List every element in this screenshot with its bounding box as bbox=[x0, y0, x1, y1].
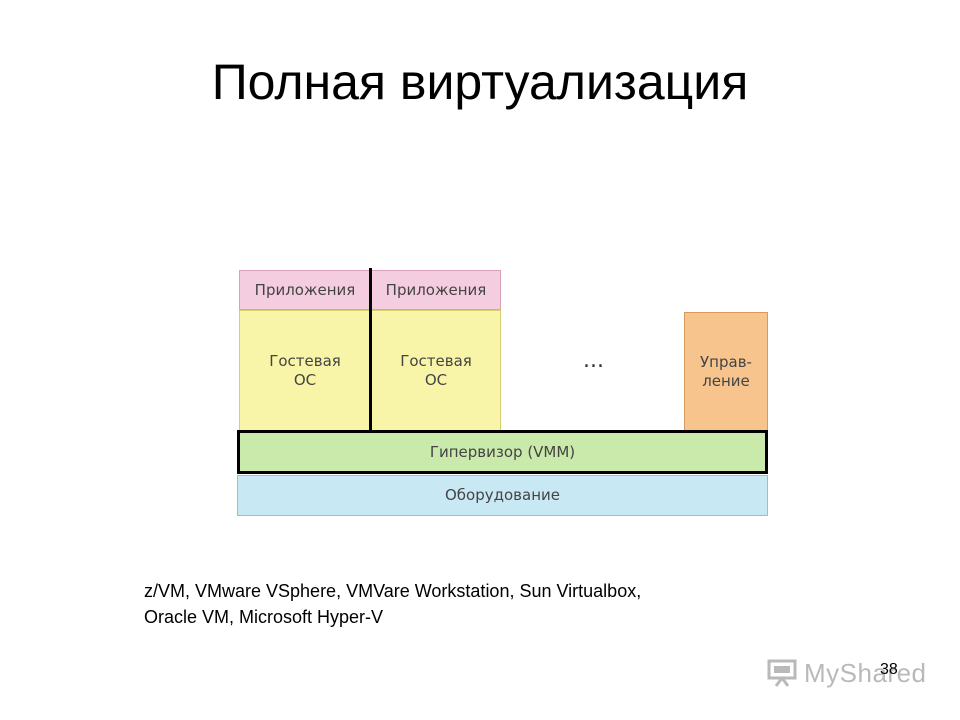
watermark-text: MyShared bbox=[804, 657, 927, 688]
app-box-2: Приложения bbox=[371, 270, 501, 310]
slide-title: Полная виртуализация bbox=[211, 54, 749, 110]
presentation-screen-icon bbox=[767, 659, 797, 687]
virtualization-diagram: Приложения Приложения Гостевая ОС Гостев… bbox=[237, 268, 768, 516]
guest-os-box-1: Гостевая ОС bbox=[239, 310, 371, 432]
app-box-1: Приложения bbox=[239, 270, 371, 310]
more-vms-ellipsis: ... bbox=[583, 348, 604, 373]
caption-line-1: z/VM, VMware VSphere, VMVare Workstation… bbox=[144, 581, 642, 601]
vm-separator bbox=[369, 268, 372, 432]
hardware-box: Оборудование bbox=[237, 475, 768, 516]
slide-number: 38 bbox=[880, 661, 898, 678]
hypervisor-box: Гипервизор (VMM) bbox=[237, 430, 768, 474]
caption-line-2: Oracle VM, Microsoft Hyper-V bbox=[144, 607, 384, 627]
examples-caption: z/VM, VMware VSphere, VMVare Workstation… bbox=[144, 578, 641, 630]
guest-os-box-2: Гостевая ОС bbox=[371, 310, 501, 432]
management-box: Управ- ление bbox=[684, 312, 768, 432]
watermark-logo: MyShared bbox=[766, 654, 927, 692]
